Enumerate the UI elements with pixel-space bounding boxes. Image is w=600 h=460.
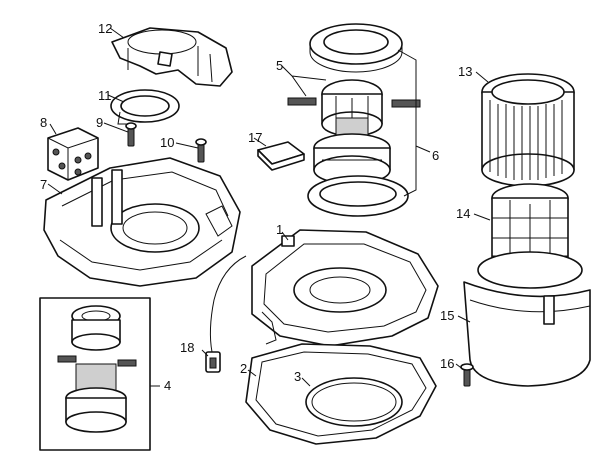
- part-8-terminal-block: [47, 127, 99, 181]
- callout-3: 3: [294, 369, 301, 384]
- part-6-top-cover: [309, 23, 403, 73]
- part-15-canister: [463, 281, 591, 387]
- part-9-screw: [125, 122, 137, 147]
- part-10-screw: [195, 138, 207, 163]
- callout-18: 18: [180, 340, 194, 355]
- callout-6: 6: [432, 148, 439, 163]
- part-17-pad: [257, 141, 305, 171]
- part-1-housing: [251, 229, 439, 347]
- part-4-inset-box: [39, 297, 151, 451]
- callout-labels: 12 11 9 10 8 7 17 5 6 13 14 15 16 1 2 3 …: [40, 21, 472, 393]
- part-18-cord: [205, 255, 247, 373]
- part-12-upper-bracket: [111, 27, 233, 87]
- part-5-motor: [287, 79, 421, 185]
- callout-1: 1: [276, 222, 283, 237]
- leader-lines: [47, 27, 491, 387]
- callout-16: 16: [440, 356, 454, 371]
- callout-8: 8: [40, 115, 47, 130]
- callout-17: 17: [248, 130, 262, 145]
- part-16-screw: [460, 363, 474, 387]
- part-11-clamp-ring: [110, 89, 180, 125]
- part-7-housing-base: [43, 157, 241, 287]
- callout-5: 5: [276, 58, 283, 73]
- callout-10: 10: [160, 135, 174, 150]
- callout-7: 7: [40, 177, 47, 192]
- callout-12: 12: [98, 21, 112, 36]
- part-6-lower-gasket: [307, 175, 409, 217]
- callout-13: 13: [458, 64, 472, 79]
- part-14-filter-cage: [477, 183, 583, 289]
- part-13-cartridge-filter: [481, 73, 575, 187]
- part-3-o-ring: [305, 377, 403, 427]
- callout-14: 14: [456, 206, 470, 221]
- callout-9: 9: [96, 115, 103, 130]
- callout-2: 2: [240, 361, 247, 376]
- callout-11: 11: [98, 88, 112, 103]
- callout-4: 4: [164, 378, 171, 393]
- callout-15: 15: [440, 308, 454, 323]
